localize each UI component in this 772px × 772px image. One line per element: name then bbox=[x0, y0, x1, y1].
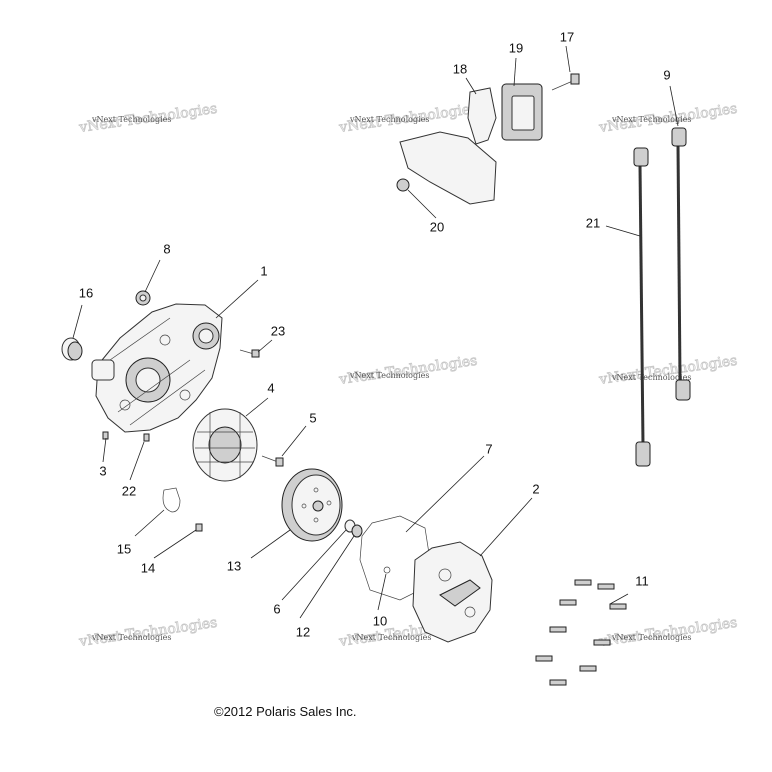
callout-10: 10 bbox=[373, 613, 387, 628]
leader-lines bbox=[72, 45, 679, 619]
stator-part bbox=[192, 408, 258, 482]
flywheel-part bbox=[281, 468, 343, 542]
callout-21: 21 bbox=[586, 215, 600, 230]
callout-2: 2 bbox=[532, 481, 539, 496]
watermark-text: vNext Technologies bbox=[611, 373, 691, 382]
callout-6: 6 bbox=[273, 601, 280, 616]
callout-8: 8 bbox=[163, 241, 170, 256]
ignition-bracket-part bbox=[396, 73, 580, 205]
callout-20: 20 bbox=[430, 219, 444, 234]
callout-1: 1 bbox=[260, 263, 267, 278]
bolt-23-part bbox=[239, 349, 260, 358]
dowel-pins-part bbox=[102, 431, 150, 442]
callout-3: 3 bbox=[99, 463, 106, 478]
callout-16: 16 bbox=[79, 285, 93, 300]
outer-cover-part bbox=[412, 541, 493, 643]
callout-19: 19 bbox=[509, 40, 523, 55]
callout-15: 15 bbox=[117, 541, 131, 556]
callout-5: 5 bbox=[309, 410, 316, 425]
crankcase-cover-part bbox=[91, 303, 223, 433]
spark-plug-wires-part bbox=[633, 127, 691, 467]
callout-labels: 1 2 3 4 5 6 7 8 9 10 11 12 13 14 15 16 1… bbox=[79, 29, 671, 639]
callout-17: 17 bbox=[560, 29, 574, 44]
gasket-part bbox=[359, 515, 431, 601]
watermark-text: vNext Technologies bbox=[611, 633, 691, 642]
callout-13: 13 bbox=[227, 558, 241, 573]
watermark-text: vNext Technologies bbox=[611, 115, 691, 124]
bolt-5-part bbox=[261, 455, 284, 467]
bolt-14-part bbox=[195, 523, 203, 532]
bearing-part bbox=[135, 290, 151, 306]
callout-4: 4 bbox=[267, 380, 274, 395]
callout-12: 12 bbox=[296, 624, 310, 639]
watermark-text: vNext Technologies bbox=[349, 371, 429, 380]
watermark-text: vNext Technologies bbox=[349, 115, 429, 124]
callout-14: 14 bbox=[141, 560, 155, 575]
copyright-text: ©2012 Polaris Sales Inc. bbox=[214, 704, 357, 719]
washer-nut-part bbox=[344, 519, 363, 538]
callout-7: 7 bbox=[485, 441, 492, 456]
callout-23: 23 bbox=[271, 323, 285, 338]
watermark-text: vNext Technologies bbox=[91, 633, 171, 642]
watermark-text: vNext Technologies bbox=[91, 115, 171, 124]
watermark-outline: vNext Technologies bbox=[597, 353, 738, 388]
callout-22: 22 bbox=[122, 483, 136, 498]
callout-18: 18 bbox=[453, 61, 467, 76]
callout-11: 11 bbox=[635, 573, 649, 588]
watermark-text: vNext Technologies bbox=[351, 633, 431, 642]
seal-part bbox=[61, 337, 83, 361]
bolts-11-part bbox=[535, 579, 627, 686]
callout-9: 9 bbox=[663, 67, 670, 82]
clip-part bbox=[162, 487, 181, 513]
